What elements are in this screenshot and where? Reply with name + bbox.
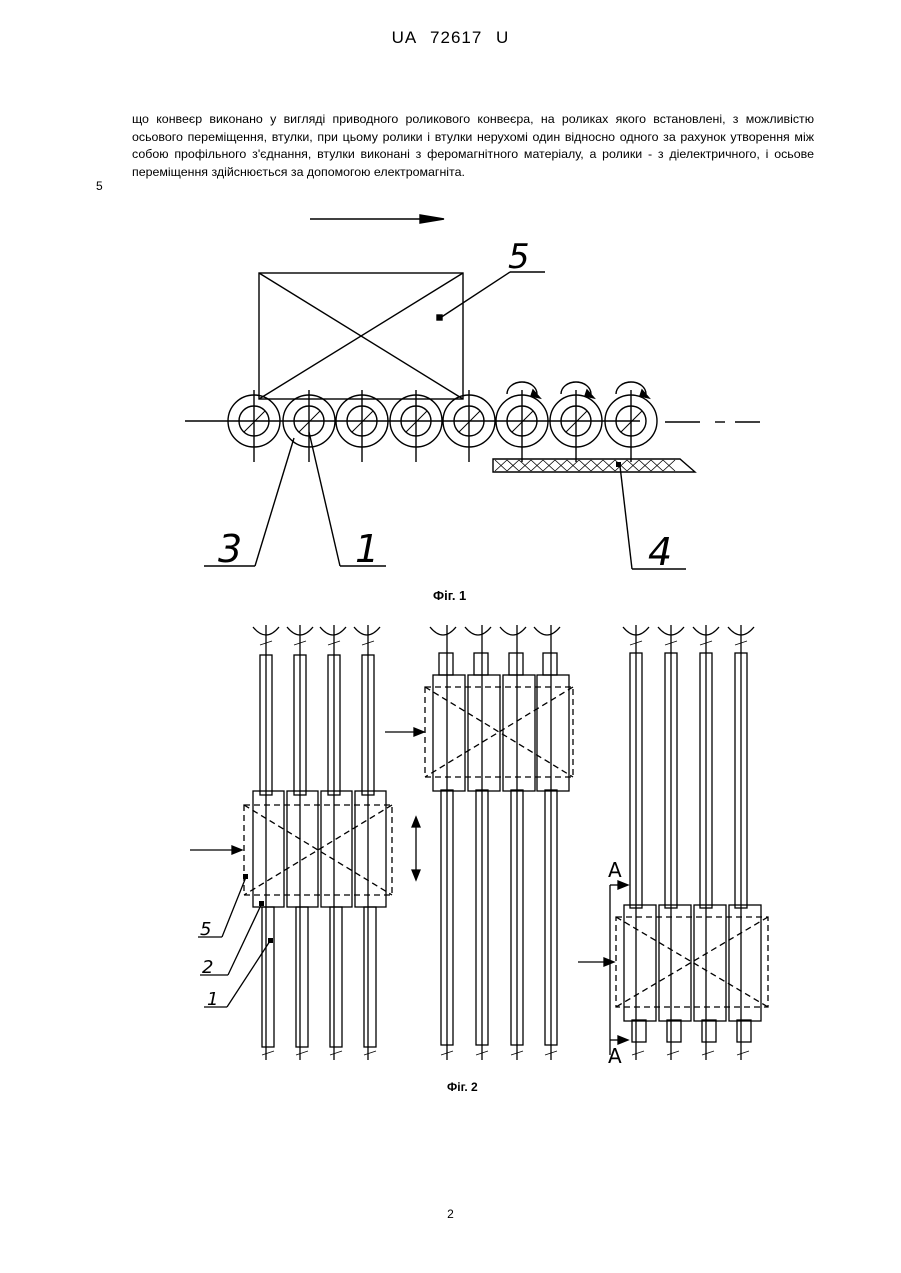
figure-1-caption: Фіг. 1 (433, 588, 466, 603)
label-5: 5 (508, 237, 530, 277)
figure-1-drawing: 5 3 1 4 (0, 200, 901, 590)
label-1: 1 (355, 527, 379, 571)
label-5: 5 (200, 919, 211, 940)
label-4: 4 (648, 530, 672, 574)
label-2: 2 (202, 957, 213, 978)
body-paragraph: що конвеєр виконано у вигляді приводного… (132, 111, 814, 181)
line-number: 5 (96, 179, 103, 193)
section-label-a-top: A (608, 858, 622, 882)
label-3: 3 (218, 527, 242, 571)
figure-2-caption: Фіг. 2 (447, 1080, 478, 1094)
figure-2-drawing: 5 2 1 A A (0, 615, 901, 1075)
page-number: 2 (0, 1207, 901, 1221)
label-1: 1 (207, 989, 218, 1010)
section-label-a-bottom: A (608, 1044, 622, 1068)
document-number-header: UA 72617 U (0, 28, 901, 48)
